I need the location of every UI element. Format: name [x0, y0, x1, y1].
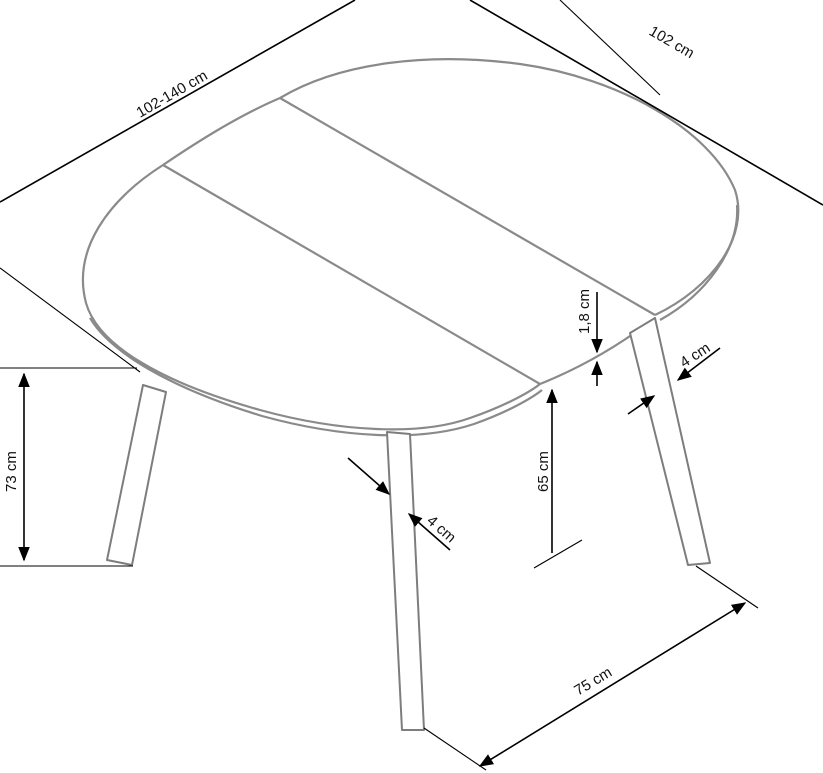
table-top-right-edge — [659, 204, 739, 321]
extension-leaf-line-front — [162, 164, 541, 385]
leg-left — [106, 384, 167, 566]
label-overall-width: 102 cm — [646, 23, 697, 62]
label-top-thickness: 1,8 cm — [576, 289, 593, 334]
table-top — [81, 58, 740, 437]
dim-overall-width: 102 cm — [469, 0, 823, 206]
label-height-total: 73 cm — [3, 451, 20, 492]
table-top-left-half — [81, 164, 541, 431]
table-top-back-left — [162, 96, 281, 166]
legs — [106, 317, 711, 731]
label-overall-length: 102-140 cm — [134, 67, 211, 121]
label-leg-front: 4 cm — [423, 512, 459, 546]
dim-overall-length: 102-140 cm — [0, 0, 356, 373]
dim-height-total: 73 cm — [0, 367, 137, 567]
table-top-left-edge — [89, 317, 543, 437]
dim-leg-spacing: 75 cm — [423, 565, 759, 771]
dim-height-under: 65 cm — [533, 388, 583, 569]
leg-right — [629, 317, 711, 566]
label-height-under: 65 cm — [535, 451, 552, 492]
extension-leaf-line-back — [279, 97, 656, 316]
dim-top-thickness: 1,8 cm — [576, 289, 603, 386]
leg-front — [386, 431, 425, 731]
label-leg-spacing: 75 cm — [571, 664, 615, 700]
table-top-right-half — [279, 58, 740, 316]
